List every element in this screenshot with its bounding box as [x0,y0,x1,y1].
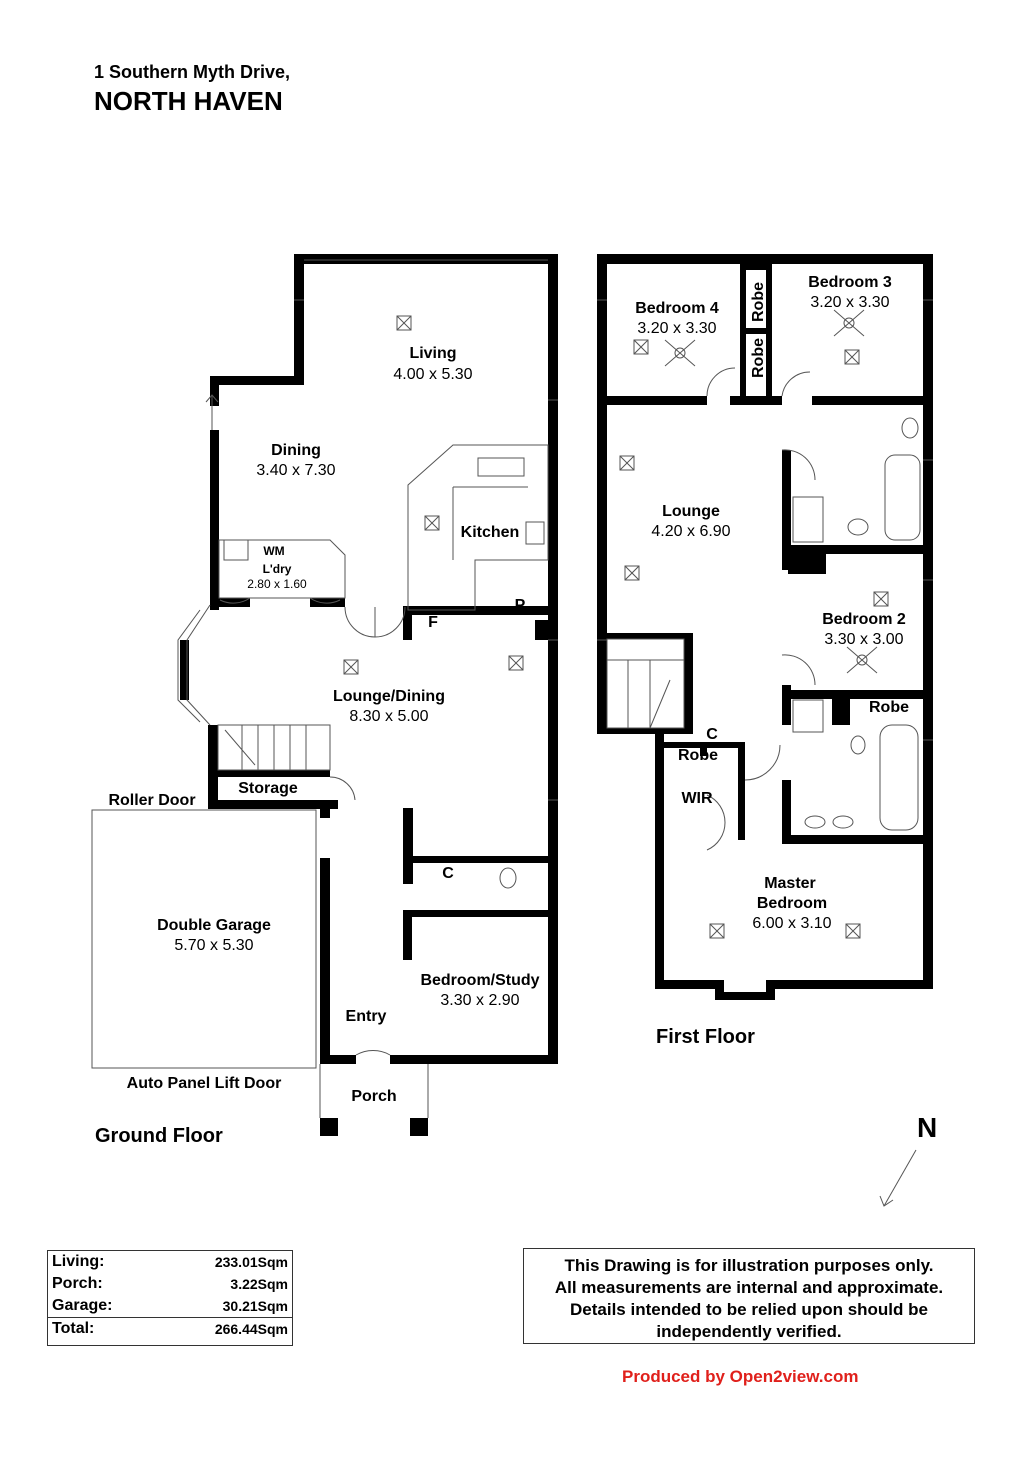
bedroom3-dims: 3.20 x 3.30 [810,294,889,311]
area-value: 266.44Sqm [214,1321,288,1337]
bedroom4-dims: 3.20 x 3.30 [637,320,716,337]
storage-label: Storage [238,780,298,797]
bedroom-study-label: Bedroom/Study [420,972,539,989]
roller-door-label: Roller Door [108,792,195,809]
kitchen-label: Kitchen [461,524,520,541]
bedroom4-label: Bedroom 4 [635,300,719,317]
disclaimer-line: Details intended to be relied upon shoul… [570,1300,928,1319]
master-dims: 6.00 x 3.10 [752,915,831,932]
area-value: 3.22Sqm [230,1276,288,1292]
area-value: 30.21Sqm [222,1298,288,1314]
bedroom2-label: Bedroom 2 [822,611,906,628]
entry-label: Entry [346,1008,387,1025]
area-row: Living: 233.01Sqm [48,1251,292,1273]
wm-label: WM [263,544,284,558]
dining-dims: 3.40 x 7.30 [256,462,335,479]
robe-label-master: Robe [678,747,718,764]
master-label-2: Bedroom [757,895,827,912]
bedroom-study-dims: 3.30 x 2.90 [440,992,519,1009]
robe-label-b2: Robe [869,699,909,716]
address-street: 1 Southern Myth Drive, [94,62,291,82]
ff-cupboard-label: C [706,726,718,743]
bedroom2-dims: 3.30 x 3.00 [824,631,903,648]
laundry-dims: 2.80 x 1.60 [247,577,307,591]
north-label: N [917,1112,938,1143]
garage-dims: 5.70 x 5.30 [174,937,253,954]
area-table: Living: 233.01Sqm Porch: 3.22Sqm Garage:… [47,1250,293,1346]
lounge-label: Lounge [662,503,720,520]
area-row: Garage: 30.21Sqm [48,1295,292,1317]
area-label: Garage: [52,1297,113,1314]
bedroom3-label: Bedroom 3 [808,274,892,291]
credit-link[interactable]: Produced by Open2view.com [622,1367,859,1386]
ground-floor-title: Ground Floor [95,1125,223,1147]
porch-label: Porch [351,1088,396,1105]
address-suburb: NORTH HAVEN [94,86,283,116]
master-label-1: Master [764,875,816,892]
living-label: Living [409,345,456,362]
walls [180,254,933,1136]
lounge-dining-dims: 8.30 x 5.00 [349,708,428,725]
laundry-label: L'dry [263,562,292,576]
area-label: Porch: [52,1275,103,1292]
pantry-label: P [515,597,526,614]
area-row-total: Total: 266.44Sqm [48,1317,292,1340]
robe-label-b4: Robe [750,338,767,378]
disclaimer-line: This Drawing is for illustration purpose… [564,1256,934,1275]
dining-label: Dining [271,442,321,459]
area-value: 233.01Sqm [214,1254,288,1270]
cupboard-label: C [442,865,454,882]
first-floor-title: First Floor [656,1026,755,1048]
auto-door-label: Auto Panel Lift Door [127,1075,282,1092]
disclaimer-line: All measurements are internal and approx… [554,1278,944,1297]
fridge-label: F [428,614,438,631]
robe-label-b3: Robe [750,282,767,322]
wir-label: WIR [681,790,713,807]
garage-label: Double Garage [157,917,271,934]
lounge-dining-label: Lounge/Dining [333,688,445,705]
lounge-dims: 4.20 x 6.90 [651,523,730,540]
living-dims: 4.00 x 5.30 [393,366,472,383]
disclaimer-line: independently verified. [656,1322,842,1341]
area-row: Porch: 3.22Sqm [48,1273,292,1295]
area-label: Living: [52,1253,105,1270]
area-label: Total: [52,1320,95,1337]
disclaimer-box: This Drawing is for illustration purpose… [523,1248,975,1344]
